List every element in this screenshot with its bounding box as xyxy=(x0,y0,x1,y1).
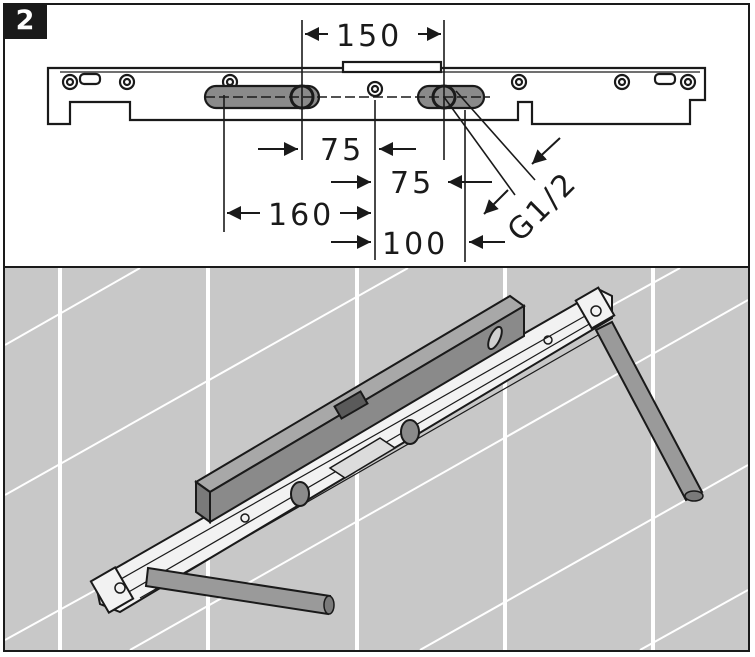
dimension-160: 160 xyxy=(268,198,334,233)
anchor-rod-left xyxy=(144,566,335,616)
thread-label-g1-2: G1/2 xyxy=(501,165,585,249)
dimension-150: 150 xyxy=(336,19,402,54)
spirit-level xyxy=(194,294,526,524)
dimension-arrows xyxy=(227,27,561,249)
dimension-75-upper: 75 xyxy=(320,133,364,168)
dimension-lines xyxy=(205,20,536,262)
mounting-bar-front-view xyxy=(46,60,707,126)
tiled-wall-scene xyxy=(5,268,748,650)
anchor-rod-right xyxy=(594,320,704,502)
dimension-100: 100 xyxy=(382,227,448,262)
mounting-rail xyxy=(89,286,616,614)
dimension-75-lower: 75 xyxy=(390,166,434,201)
step-number-badge: 2 xyxy=(3,3,47,39)
